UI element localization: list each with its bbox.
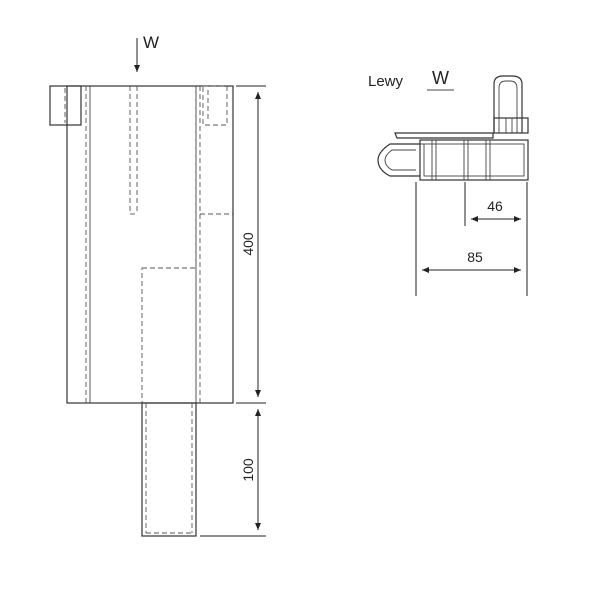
profile-view-label-w: W xyxy=(432,68,449,88)
view-label-w: W xyxy=(143,33,159,52)
lower-pocket xyxy=(141,267,197,404)
dim-46-label: 46 xyxy=(487,198,503,214)
dim-100-label: 100 xyxy=(240,458,256,482)
dimension-400: 400 xyxy=(236,85,266,404)
side-label-lewy: Lewy xyxy=(368,73,404,90)
dimension-100: 100 xyxy=(200,409,266,537)
top-flange xyxy=(49,85,82,126)
bottom-post xyxy=(141,402,197,537)
dimension-46: 46 xyxy=(464,182,528,226)
profile-section xyxy=(377,75,529,181)
main-body xyxy=(66,85,234,404)
top-pocket xyxy=(202,85,228,126)
profile-view: Lewy W xyxy=(368,68,529,296)
side-view: W xyxy=(49,33,266,537)
dimension-85: 85 xyxy=(415,182,528,296)
dim-85-label: 85 xyxy=(467,249,483,265)
dim-400-label: 400 xyxy=(240,232,256,256)
center-slot xyxy=(129,86,138,215)
